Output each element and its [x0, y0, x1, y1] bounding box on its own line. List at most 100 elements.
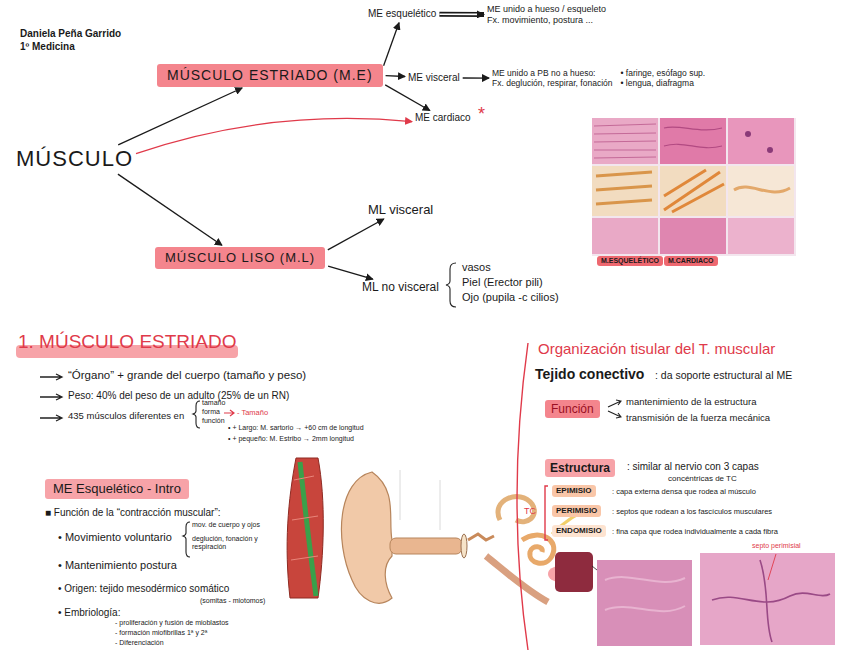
node-text: ML visceral — [368, 202, 433, 218]
function-arrows — [608, 400, 621, 418]
branch-term: ME cardiaco — [415, 112, 471, 124]
list-item: vasos — [462, 261, 491, 274]
drawn-shape — [341, 472, 392, 603]
drawn-shape — [287, 458, 323, 598]
branch-term: ML visceral — [368, 202, 433, 218]
node-text: ME esquelético — [368, 8, 436, 20]
note-line: ■ Función de la “contracción muscular”: — [45, 507, 221, 519]
branch-term: ME visceral — [408, 72, 460, 84]
list-item: Ojo (pupila -c cilios) — [462, 291, 559, 304]
connector-arrow — [384, 23, 399, 66]
connector-arrow — [118, 174, 222, 245]
connector-line — [118, 88, 242, 145]
drawn-shape — [660, 218, 726, 254]
node-text: • lengua, diafragma — [620, 78, 705, 88]
section-heading: ME Esquelético - Intro — [45, 479, 189, 499]
author-name: Daniela Peña Garrido — [20, 28, 121, 40]
node-text: Función — [551, 402, 594, 416]
drawn-shape — [40, 415, 62, 421]
double-line-gap — [439, 13, 477, 15]
drawn-shape — [400, 470, 440, 530]
drawn-shape — [700, 553, 835, 645]
highlight-band: Estructura — [545, 459, 615, 477]
drawn-shape — [545, 486, 548, 540]
tissue-photos — [555, 552, 835, 646]
drawn-shape — [768, 554, 776, 580]
drawn-shape — [608, 400, 621, 407]
drawn-shape — [592, 218, 658, 254]
connector-arrow — [136, 118, 412, 153]
drawn-shape — [592, 118, 658, 164]
note-line: : septos que rodean a los fascículos mus… — [612, 507, 772, 516]
section-title: Organización tisular del T. muscular — [538, 340, 775, 358]
histology-figure — [592, 118, 796, 256]
node-text: MÚSCULO LISO (M.L) — [165, 250, 315, 266]
note-block: ME unido a PB no a hueso:Fx. deglución, … — [492, 68, 705, 88]
node-text: ME cardiaco — [415, 112, 471, 124]
drawn-shape — [728, 166, 794, 216]
highlight-band: MÚSCULO ESTRIADO (M.E) — [157, 64, 383, 87]
note-line: “Órgano” + grande del cuerpo (tamaño y p… — [68, 369, 306, 383]
drawn-shape — [183, 522, 190, 557]
node-text: ME unido a PB no a hueso: — [492, 68, 612, 78]
drawn-shape — [224, 410, 234, 416]
drawn-shape — [664, 127, 722, 148]
asterisk: * — [478, 104, 485, 126]
section-title: 1. MÚSCULO ESTRIADO — [18, 331, 237, 354]
drawn-shape — [596, 172, 652, 204]
note-line: • Movimiento voluntario — [58, 531, 172, 544]
connector-line — [384, 23, 399, 66]
section-bracket — [517, 343, 548, 650]
drawn-shape — [446, 263, 456, 307]
connector-line — [463, 77, 489, 78]
drawn-shape — [660, 118, 726, 164]
bracket-label: TC — [524, 506, 536, 517]
brace-item: función — [202, 417, 225, 425]
node-text: MÚSCULO — [16, 146, 133, 172]
node-text: Fx. deglución, respirar, fonación — [492, 78, 612, 88]
highlight-band: MÚSCULO LISO (M.L) — [155, 247, 325, 269]
bullet-arrows — [40, 374, 62, 421]
connector-arrow — [328, 266, 373, 279]
note-line: transmisión de la fuerza mecánica — [626, 412, 770, 423]
brace-item: mov. de cuerpo y ojos — [192, 521, 260, 529]
drawn-shape — [664, 170, 724, 212]
drawn-shape — [745, 131, 751, 137]
node-text: PERIMISIO — [556, 506, 597, 516]
figure-caption: M.ESQUELÉTICO — [597, 256, 663, 266]
drawn-shape — [597, 560, 692, 646]
highlight-band: Función — [545, 400, 600, 418]
node-text: • faringe, esófago sup. — [620, 68, 705, 78]
drawn-shape — [300, 462, 316, 596]
leg-muscle-illustration — [287, 458, 323, 598]
drawn-shape — [486, 556, 548, 602]
layer-tag: EPIMISIO — [552, 485, 596, 497]
note-line: Peso: 40% del peso de un adulto (25% de … — [68, 390, 289, 402]
drawn-shape — [712, 560, 830, 642]
drawn-shape — [517, 343, 528, 650]
drawn-shape — [734, 187, 790, 192]
node-text: Fx. movimiento, postura ... — [487, 15, 606, 26]
drawn-shape — [728, 218, 794, 254]
node-text: MÚSCULO ESTRIADO (M.E) — [167, 67, 373, 84]
note-line: - Diferenciación — [115, 639, 164, 647]
note-block: ME unido a hueso / esqueletoFx. movimien… — [487, 4, 606, 26]
drawn-shape — [555, 552, 593, 592]
note-line: : da soporte estructural al ME — [655, 369, 792, 382]
note-line: : capa externa densa que rodea al múscul… — [612, 487, 756, 496]
branch-term: ME esquelético — [368, 8, 436, 20]
node-text: M.ESQUELÉTICO — [601, 257, 659, 265]
node-text: ME Esquelético - Intro — [53, 481, 181, 497]
brace-item: tamaño — [202, 399, 225, 407]
red-arrow — [224, 410, 234, 416]
node-text: ME unido a hueso / esqueleto — [487, 4, 606, 15]
drawn-shape — [728, 118, 794, 164]
connector-line — [385, 85, 430, 111]
note-line: • Embriología: — [58, 607, 120, 619]
drawn-shape — [608, 411, 621, 418]
connector-line — [136, 118, 412, 153]
note-line: • Origen: tejido mesodérmico somático — [58, 583, 229, 595]
